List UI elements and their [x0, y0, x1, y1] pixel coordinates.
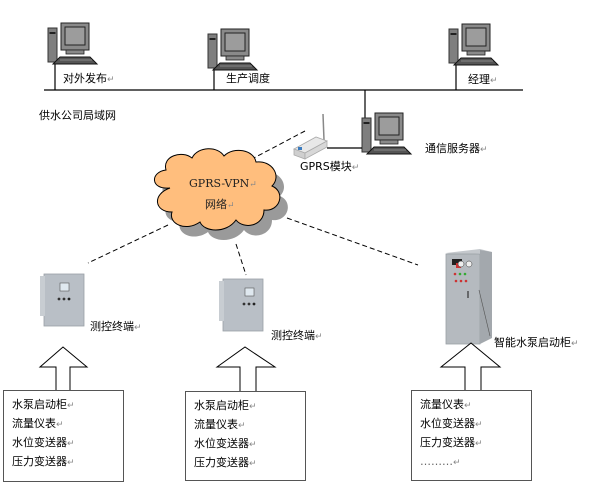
gprs-modem-icon — [293, 113, 328, 160]
cloud-label-line2: 网络↵ — [205, 198, 235, 211]
cloud-label-line1: GPRS-VPN↵ — [189, 177, 257, 190]
device-item: ………↵ — [420, 455, 461, 468]
dashed-link — [235, 243, 247, 276]
lan-label: 供水公司局域网 — [39, 109, 116, 122]
device-item: 流量仪表↵ — [420, 398, 472, 411]
device-item: 水泵启动柜↵ — [12, 398, 75, 411]
terminal-label: 经理↵ — [468, 73, 498, 86]
device-item: 水泵启动柜↵ — [194, 399, 257, 412]
device-item: 压力变送器↵ — [12, 455, 75, 468]
site-label: 测控终端↵ — [271, 329, 323, 342]
control-terminal-icon — [40, 273, 85, 327]
control-terminal-icon — [219, 278, 264, 332]
dashed-link — [286, 217, 419, 266]
site-label: 智能水泵启动柜↵ — [494, 336, 579, 349]
dashed-link — [87, 224, 169, 264]
computer-icon — [47, 22, 98, 65]
device-item: 流量仪表↵ — [194, 418, 246, 431]
gprs-module-label: GPRS模块↵ — [300, 160, 360, 173]
device-item: 压力变送器↵ — [194, 456, 257, 469]
device-item: 水位变送器↵ — [420, 417, 483, 430]
up-arrow-icon — [439, 342, 502, 393]
site-label: 测控终端↵ — [90, 320, 142, 333]
server-label: 通信服务器↵ — [425, 142, 488, 155]
computer-icon — [448, 23, 499, 66]
terminal-label: 对外发布↵ — [63, 72, 115, 85]
server-computer-icon — [361, 112, 412, 155]
computer-icon — [207, 28, 258, 71]
device-item: 流量仪表↵ — [12, 417, 64, 430]
device-list-box: 水泵启动柜↵ 流量仪表↵ 水位变送器↵ 压力变送器↵ — [3, 390, 124, 482]
up-arrow-icon — [215, 346, 277, 393]
device-item: 水位变送器↵ — [194, 437, 257, 450]
device-item: 压力变送器↵ — [420, 436, 483, 449]
pump-cabinet-icon — [445, 249, 492, 345]
terminal-label: 生产调度 — [226, 72, 270, 85]
device-list-box: 水泵启动柜↵ 流量仪表↵ 水位变送器↵ 压力变送器↵ — [185, 391, 306, 481]
device-item: 水位变送器↵ — [12, 436, 75, 449]
dashed-link — [249, 130, 306, 161]
up-arrow-icon — [38, 346, 89, 393]
network-cloud-icon — [154, 148, 281, 231]
device-list-box: 流量仪表↵ 水位变送器↵ 压力变送器↵ ………↵ — [411, 390, 532, 481]
